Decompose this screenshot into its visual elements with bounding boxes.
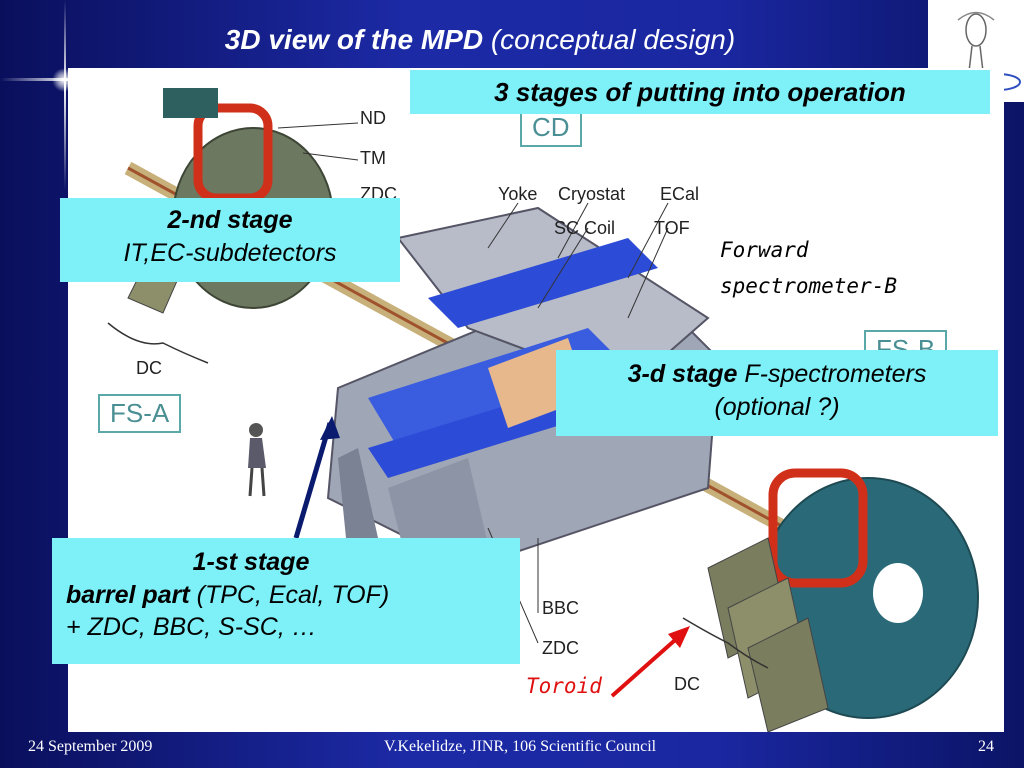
label-tm: TM <box>360 148 386 168</box>
footer-date: 24 September 2009 <box>28 738 153 755</box>
stage1-bold: barrel part <box>66 580 190 609</box>
label-cryostat: Cryostat <box>558 184 626 204</box>
human-figure-icon <box>248 423 266 497</box>
stage1-line3: + ZDC, BBC, S-SC, … <box>66 613 317 641</box>
label-dc-right: DC <box>674 674 700 694</box>
label-dc-left: DC <box>136 358 162 378</box>
footer-page-number: 24 <box>978 738 994 755</box>
right-toroid <box>707 468 979 732</box>
label-nd: ND <box>360 108 386 128</box>
label-zdc-bottom: ZDC <box>542 638 579 658</box>
stage2-title: 2-nd stage <box>167 206 293 234</box>
stages-header-box: 3 stages of putting into operation <box>410 70 990 114</box>
label-forward-line2: spectrometer-B <box>720 274 898 298</box>
footer-author: V.Kekelidze, JINR, 106 Scientific Counci… <box>384 738 657 755</box>
stage1-title: 1-st stage <box>192 548 310 576</box>
stage2-text: IT,EC-subdetectors <box>123 238 337 267</box>
stage2-box: 2-nd stage IT,EC-subdetectors <box>60 198 400 282</box>
stage1-paren: (TPC, Ecal, TOF) <box>196 580 390 609</box>
slide-title-rest: (conceptual design) <box>490 24 736 55</box>
label-sc-coil: SC Coil <box>554 218 616 238</box>
label-forward-line1: Forward <box>720 238 809 262</box>
stage3-box: 3-d stage F-spectrometers (optional ?) <box>556 350 998 436</box>
stage3-title: 3-d stage <box>627 360 738 388</box>
label-fs-a: FS-A <box>98 394 182 433</box>
label-bbc: BBC <box>542 598 580 618</box>
label-toroid: Toroid <box>526 674 602 698</box>
slide-title: 3D view of the MPD (conceptual design) <box>0 24 960 56</box>
label-ecal: ECal <box>660 184 700 204</box>
stage3-note: (optional ?) <box>714 392 840 421</box>
stage3-text: F-spectrometers <box>744 360 927 388</box>
stages-header-text: 3 stages of putting into operation <box>494 77 906 107</box>
slide-title-bold: 3D view of the MPD <box>224 24 484 55</box>
stage1-box: 1-st stage barrel part (TPC, Ecal, TOF) … <box>52 538 520 664</box>
decorative-glow-line-vertical <box>64 0 66 190</box>
label-yoke: Yoke <box>498 184 538 204</box>
label-cd: CD <box>520 108 582 147</box>
label-tof: TOF <box>654 218 690 238</box>
